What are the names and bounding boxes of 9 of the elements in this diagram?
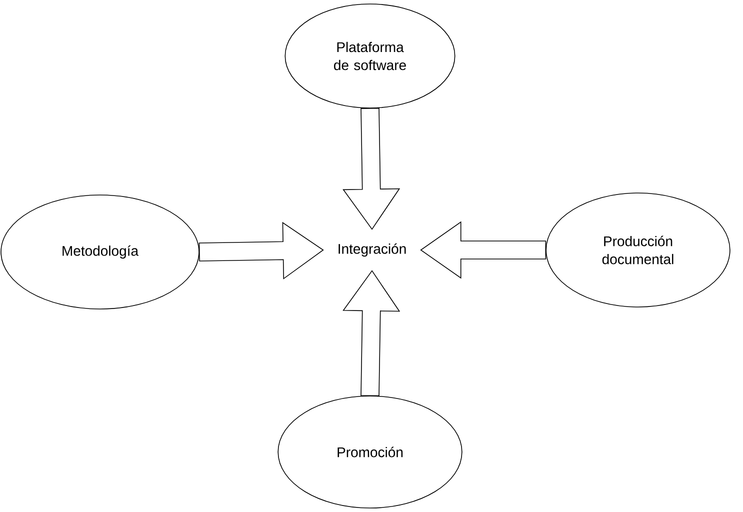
ellipse-node: Metodología xyxy=(0,194,200,310)
ellipse-node: Promoción xyxy=(278,396,462,508)
ellipse-node: Producción documental xyxy=(546,192,730,308)
ellipse-node: Plataforma de software xyxy=(284,4,456,108)
block-arrow xyxy=(198,222,324,280)
block-arrow xyxy=(342,108,400,230)
node-label: Integración xyxy=(338,243,406,257)
block-arrow xyxy=(342,270,400,396)
block-arrow xyxy=(420,221,546,279)
